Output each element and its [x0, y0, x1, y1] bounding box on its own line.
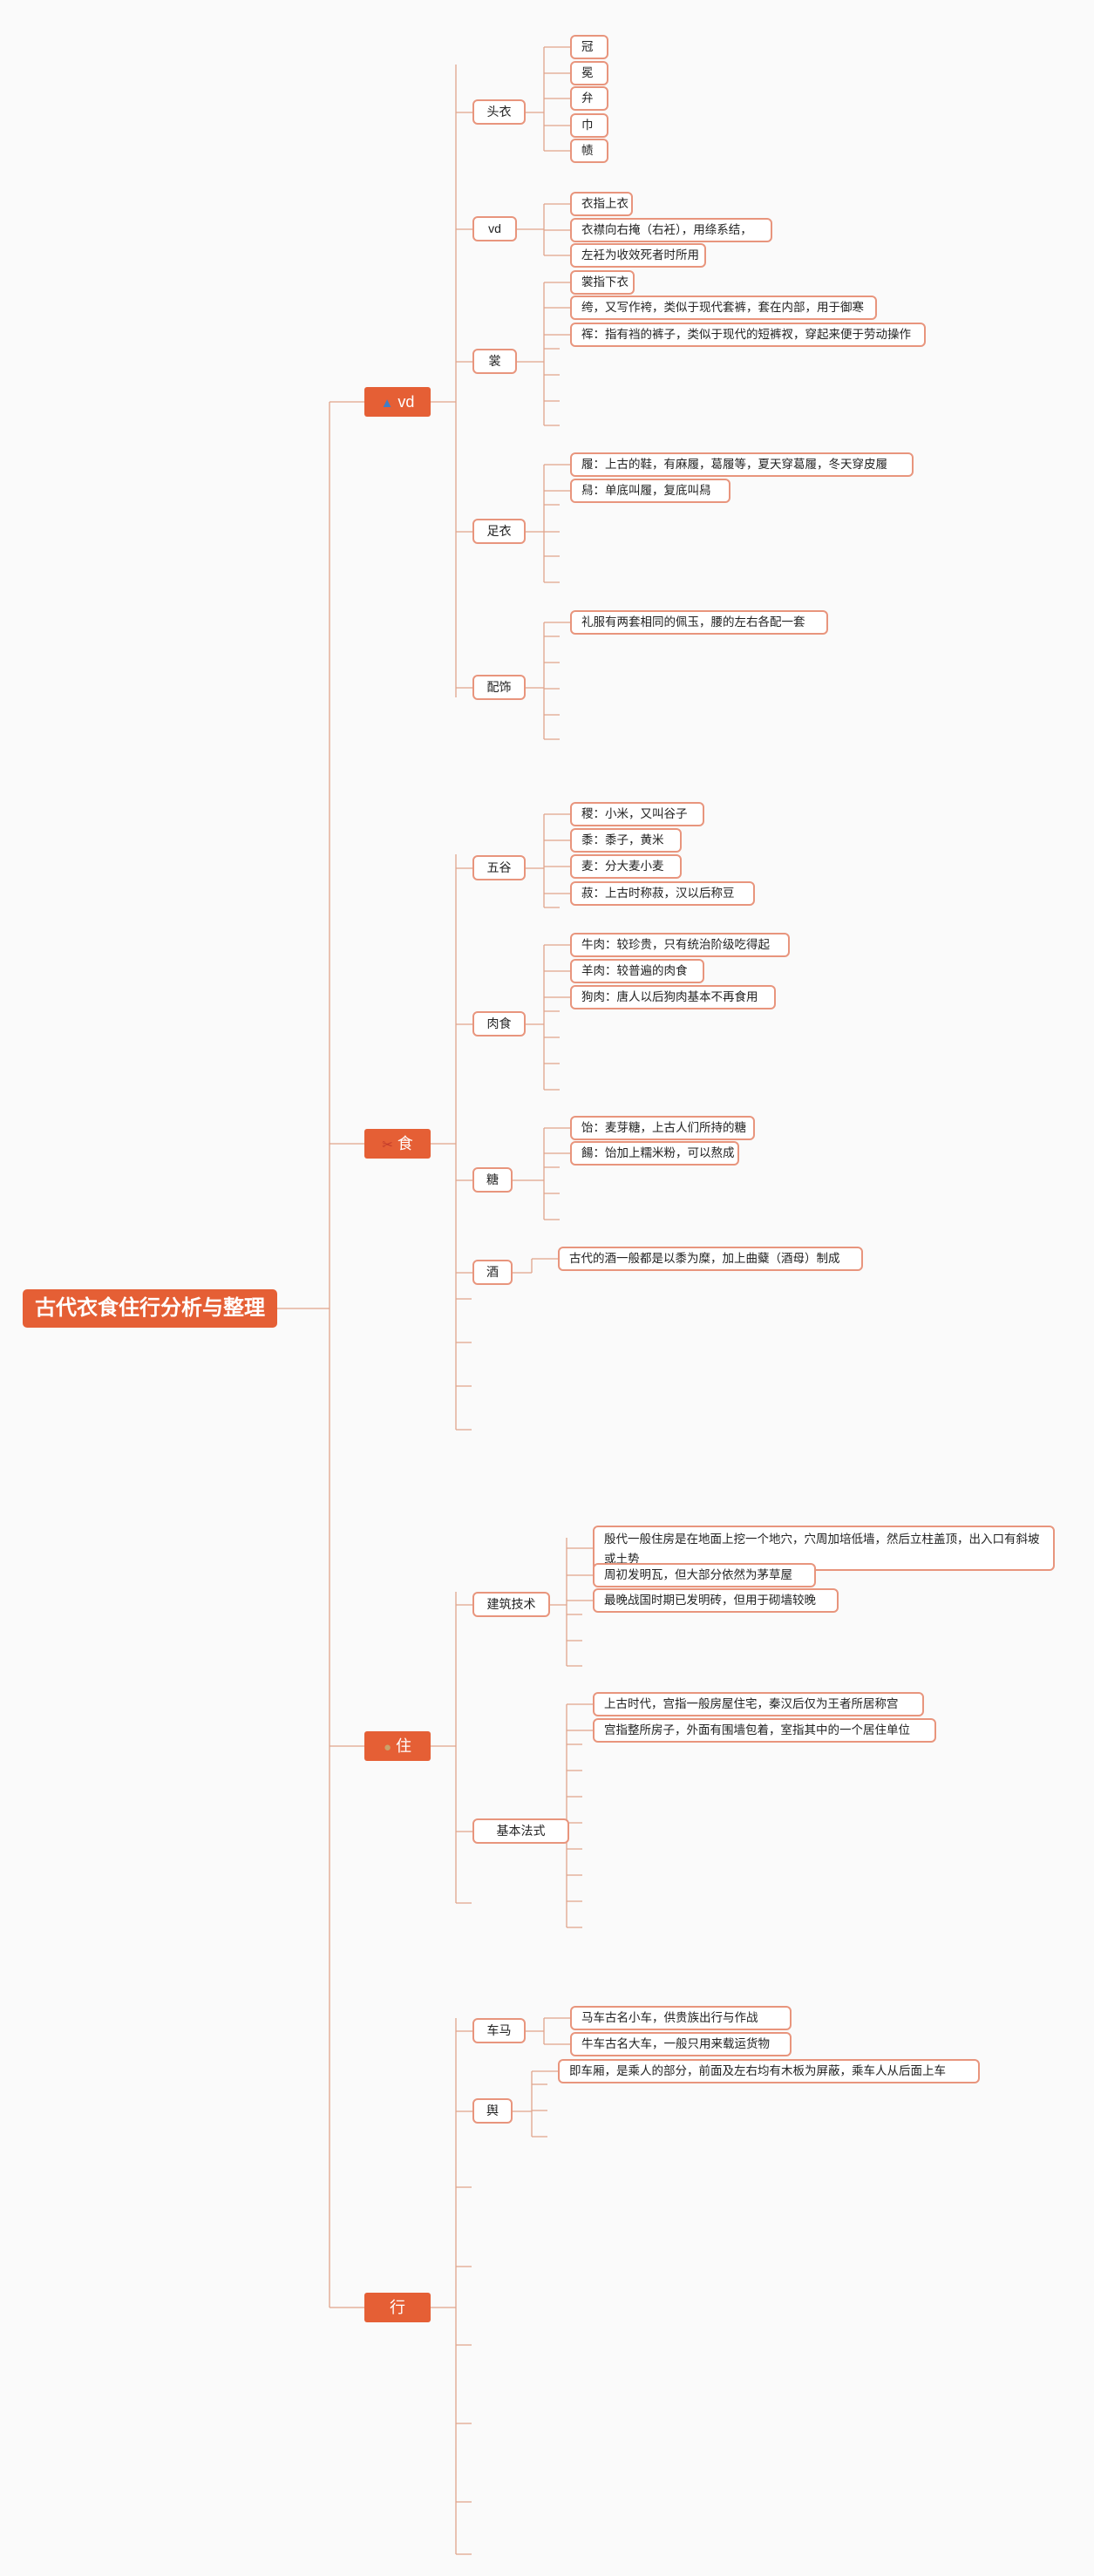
- major-topic-4[interactable]: 行: [364, 2293, 431, 2322]
- leaf-note[interactable]: 饴：麦芽糖，上古人们所持的糖: [570, 1116, 755, 1140]
- subtopic-2-3[interactable]: 糖: [472, 1167, 513, 1193]
- major-topic-3[interactable]: ●住: [364, 1731, 431, 1761]
- leaf-note[interactable]: 狗肉：唐人以后狗肉基本不再食用: [570, 985, 776, 1009]
- subtopic-2-2[interactable]: 肉食: [472, 1011, 526, 1037]
- leaf-note[interactable]: 衣指上衣: [570, 192, 633, 216]
- hanger-icon: ▲: [380, 396, 394, 411]
- leaf-note[interactable]: 履：上古的鞋，有麻履，葛履等，夏天穿葛履，冬天穿皮履: [570, 452, 914, 477]
- leaf-note[interactable]: 古代的酒一般都是以黍为糜，加上曲糵（酒母）制成: [558, 1247, 863, 1271]
- subtopic-2-1[interactable]: 五谷: [472, 855, 526, 880]
- leaf-note[interactable]: 帻: [570, 139, 608, 163]
- subtopic-2-4[interactable]: 酒: [472, 1260, 513, 1285]
- subtopic-1-5[interactable]: 配饰: [472, 675, 526, 700]
- leaf-note[interactable]: 裈：指有裆的裤子，类似于现代的短裤衩，穿起来便于劳动操作: [570, 323, 926, 347]
- major-topic-label: 住: [396, 1737, 412, 1755]
- leaf-note[interactable]: 冠: [570, 35, 608, 59]
- subtopic-4-1[interactable]: 车马: [472, 2018, 526, 2043]
- leaf-note[interactable]: 周初发明瓦，但大部分依然为茅草屋: [593, 1563, 816, 1587]
- leaf-note[interactable]: 羊肉：较普遍的肉食: [570, 959, 704, 983]
- leaf-note[interactable]: 绔，又写作袴，类似于现代套裤，套在内部，用于御寒: [570, 296, 877, 320]
- chopsticks-icon: ✂: [382, 1138, 393, 1152]
- leaf-note[interactable]: 冕: [570, 61, 608, 85]
- leaf-note[interactable]: 弁: [570, 86, 608, 111]
- leaf-note[interactable]: 马车古名小车，供贵族出行与作战: [570, 2006, 792, 2030]
- major-topic-label: 行: [390, 2299, 405, 2316]
- major-topic-1[interactable]: ▲ vd: [364, 387, 431, 417]
- leaf-note[interactable]: 牛肉：较珍贵，只有统治阶级吃得起: [570, 933, 790, 957]
- leaf-note[interactable]: 牛车古名大车，一般只用来载运货物: [570, 2032, 792, 2056]
- leaf-note[interactable]: 菽：上古时称菽，汉以后称豆: [570, 881, 755, 906]
- subtopic-3-1[interactable]: 建筑技术: [472, 1592, 550, 1617]
- leaf-note[interactable]: 衣襟向右掩（右衽），用绦系结，: [570, 218, 772, 242]
- subtopic-1-3[interactable]: 裳: [472, 349, 517, 374]
- house-icon: ●: [383, 1740, 392, 1755]
- leaf-note[interactable]: 巾: [570, 113, 608, 138]
- leaf-note[interactable]: 餳：饴加上糯米粉，可以熬成: [570, 1141, 739, 1166]
- root-topic[interactable]: 古代衣食住行分析与整理: [23, 1289, 277, 1328]
- leaf-note[interactable]: 黍：黍子，黄米: [570, 828, 682, 853]
- major-topic-label: 食: [397, 1135, 413, 1152]
- leaf-note[interactable]: 最晚战国时期已发明砖，但用于砌墙较晚: [593, 1588, 839, 1613]
- leaf-note[interactable]: 上古时代，宫指一般房屋住宅，秦汉后仅为王者所居称宫: [593, 1692, 924, 1716]
- subtopic-4-2[interactable]: 舆: [472, 2098, 513, 2124]
- subtopic-1-4[interactable]: 足衣: [472, 519, 526, 544]
- major-topic-label: vd: [398, 393, 415, 411]
- subtopic-3-2[interactable]: 基本法式: [472, 1818, 569, 1844]
- leaf-note[interactable]: 舄：单底叫履，复底叫舄: [570, 479, 730, 503]
- leaf-note[interactable]: 麦：分大麦小麦: [570, 854, 682, 879]
- subtopic-1-2[interactable]: vd: [472, 216, 517, 241]
- leaf-note[interactable]: 裳指下衣: [570, 270, 635, 295]
- leaf-note[interactable]: 宫指整所房子，外面有围墙包着，室指其中的一个居住单位: [593, 1718, 936, 1743]
- leaf-note[interactable]: 稷：小米，又叫谷子: [570, 802, 704, 826]
- leaf-note[interactable]: 即车厢，是乘人的部分，前面及左右均有木板为屏蔽，乘车人从后面上车: [558, 2059, 980, 2083]
- major-topic-2[interactable]: ✂食: [364, 1129, 431, 1159]
- leaf-note[interactable]: 左衽为收效死者时所用: [570, 243, 706, 268]
- subtopic-1-1[interactable]: 头衣: [472, 99, 526, 125]
- leaf-note[interactable]: 礼服有两套相同的佩玉，腰的左右各配一套: [570, 610, 828, 635]
